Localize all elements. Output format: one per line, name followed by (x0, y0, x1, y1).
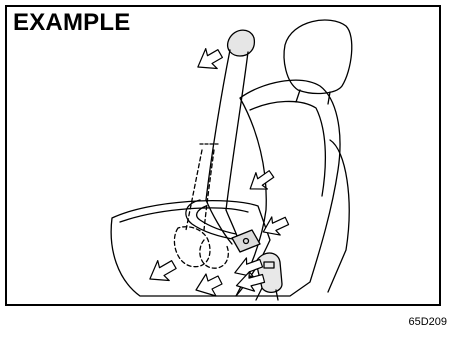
seat-cushion-seam (120, 208, 248, 222)
arrow-anchor (192, 44, 226, 77)
shoulder-anchor (228, 30, 255, 56)
arrow-belt (244, 166, 277, 197)
arrow-tongue (259, 212, 291, 241)
figure-code: 65D209 (408, 316, 447, 328)
arrow-lower-left (144, 255, 180, 289)
shoulder-belt-webbing (206, 50, 248, 210)
headrest (284, 20, 352, 93)
arrow-lower-mid (196, 274, 222, 296)
